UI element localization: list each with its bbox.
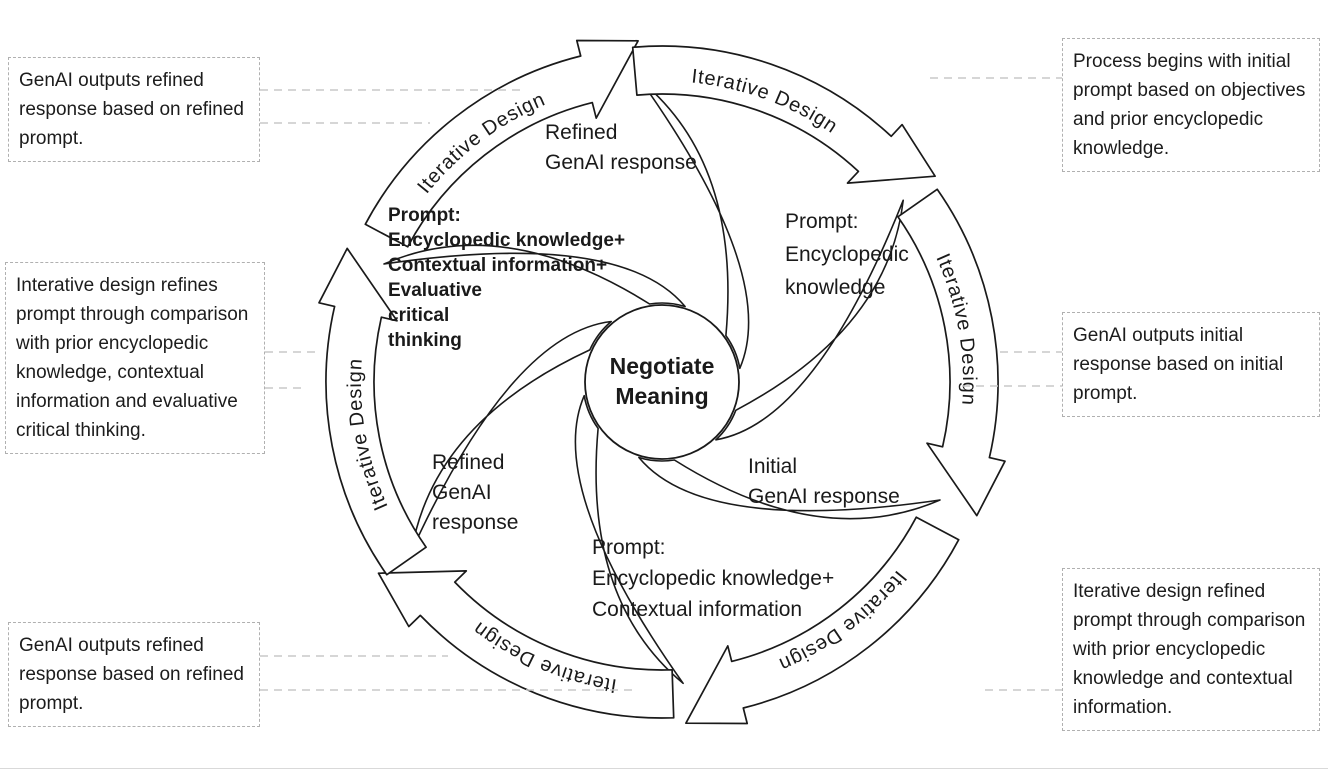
pinwheel-blade — [715, 199, 904, 441]
stage-line: GenAI — [432, 481, 492, 504]
center-line: Meaning — [615, 383, 709, 409]
center-label: Negotiate Meaning — [582, 351, 742, 411]
stage-line: Evaluative — [388, 280, 482, 301]
pinwheel-blade — [574, 394, 684, 685]
stage-line: Encyclopedic knowledge+ — [388, 230, 626, 251]
callout-mid-left: Interative design refines prompt through… — [5, 262, 265, 454]
callout-text: Iterative design refined prompt through … — [1073, 581, 1306, 718]
stage-line: Prompt: — [592, 536, 666, 559]
stage-refined-genai-response-left: Refined GenAI response — [432, 448, 518, 538]
pinwheel-blade — [383, 244, 686, 308]
stage-line: GenAI response — [545, 151, 697, 174]
pinwheel-blades — [383, 79, 941, 685]
stage-line: response — [432, 511, 519, 534]
iterative-design-arrow — [318, 247, 427, 576]
stage-line: Encyclopedic — [785, 243, 909, 266]
stage-initial-genai-response: Initial GenAI response — [748, 452, 900, 512]
stage-line: Refined — [432, 451, 505, 474]
iterative-design-arrow — [377, 570, 675, 719]
iterative-design-arrow — [897, 188, 1006, 517]
pinwheel-blade — [640, 79, 750, 370]
stage-line: Encyclopedic knowledge+ — [592, 567, 835, 590]
stage-prompt-encyclopedic-knowledge: Prompt: Encyclopedic knowledge — [785, 205, 909, 304]
pinwheel-blade — [410, 320, 612, 552]
stage-line: Prompt: — [785, 210, 859, 233]
stage-line: thinking — [388, 330, 462, 351]
callout-bottom-right: Iterative design refined prompt through … — [1062, 568, 1320, 731]
pinwheel-blade — [638, 456, 941, 520]
callout-text: GenAI outputs refined response based on … — [19, 635, 244, 714]
stage-prompt-encyclopedic-contextual: Prompt: Encyclopedic knowledge+ Contextu… — [592, 532, 834, 625]
callout-text: GenAI outputs initial response based on … — [1073, 325, 1284, 404]
callout-text: Interative design refines prompt through… — [16, 275, 249, 441]
callout-text: Process begins with initial prompt based… — [1073, 51, 1306, 159]
stage-line: Initial — [748, 455, 798, 478]
center-circle — [584, 304, 740, 460]
stage-line: Prompt: — [388, 205, 461, 226]
callout-connectors — [260, 77, 1062, 691]
iterative-design-arrow — [685, 516, 960, 725]
callout-top-right: Process begins with initial prompt based… — [1062, 38, 1320, 172]
stage-line: Contextual information+ — [388, 255, 608, 276]
callout-text: GenAI outputs refined response based on … — [19, 70, 244, 149]
callout-top-left: GenAI outputs refined response based on … — [8, 57, 260, 162]
callout-bottom-left: GenAI outputs refined response based on … — [8, 622, 260, 727]
stage-line: critical — [388, 305, 450, 326]
center-line: Negotiate — [609, 353, 715, 379]
stage-line: Refined — [545, 121, 618, 144]
iterative-design-arrow — [364, 39, 639, 248]
iterative-design-arrow — [631, 45, 936, 184]
callout-mid-right: GenAI outputs initial response based on … — [1062, 312, 1320, 417]
stage-line: GenAI response — [748, 485, 900, 508]
stage-prompt-full: Prompt: Encyclopedic knowledge+ Contextu… — [388, 203, 625, 353]
stage-line: Contextual information — [592, 598, 803, 621]
bottom-divider — [0, 768, 1328, 769]
stage-refined-genai-response-top: Refined GenAI response — [545, 118, 697, 178]
stage-line: knowledge — [785, 276, 886, 299]
